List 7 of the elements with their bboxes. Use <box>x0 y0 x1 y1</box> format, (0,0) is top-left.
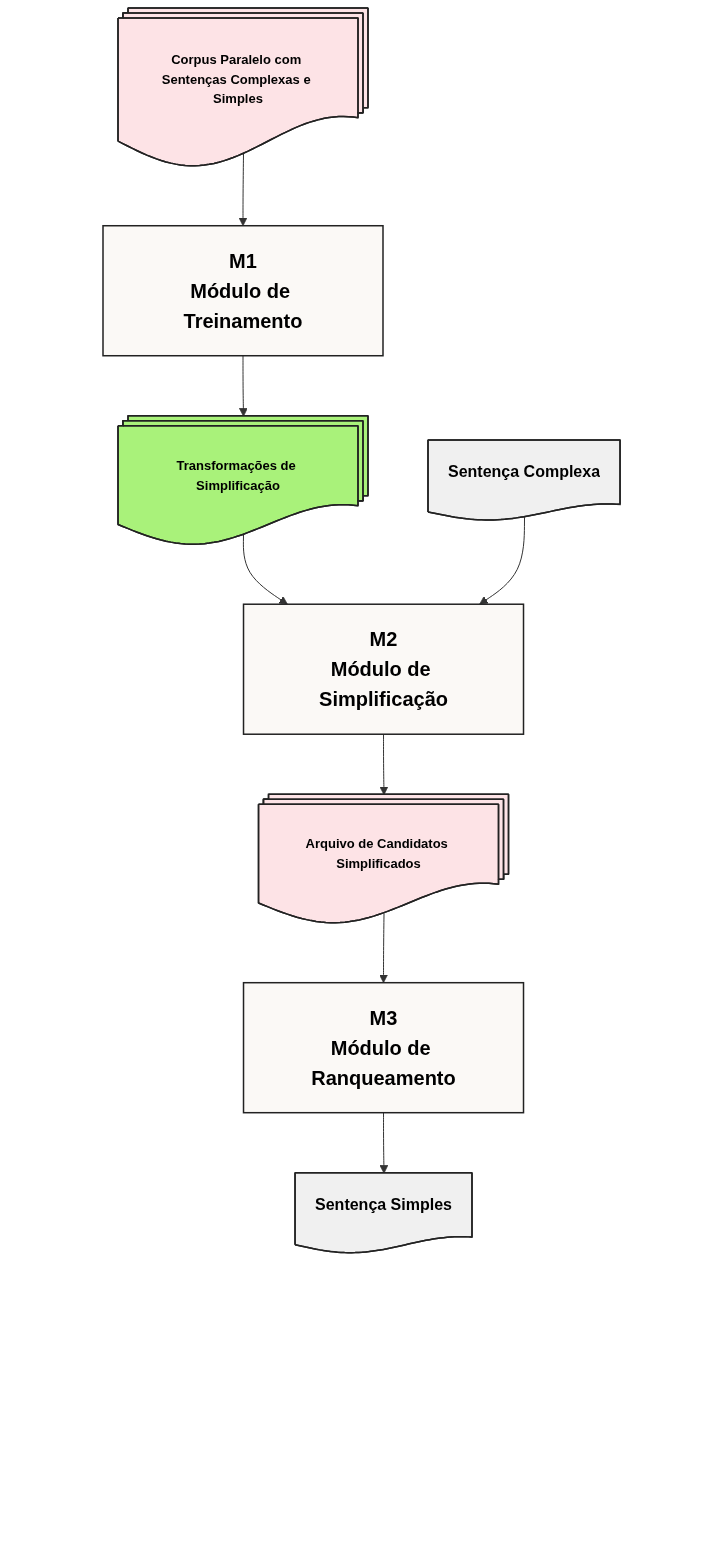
node-box: M2 Módulo de Simplificação <box>242 603 525 735</box>
node-box: M1 Módulo de Treinamento <box>102 225 384 357</box>
arrow <box>479 516 525 605</box>
arrow <box>238 153 248 227</box>
node-box: M3 Módulo de Ranqueamento <box>242 981 525 1114</box>
arrow <box>379 912 388 984</box>
arrow <box>242 534 288 605</box>
